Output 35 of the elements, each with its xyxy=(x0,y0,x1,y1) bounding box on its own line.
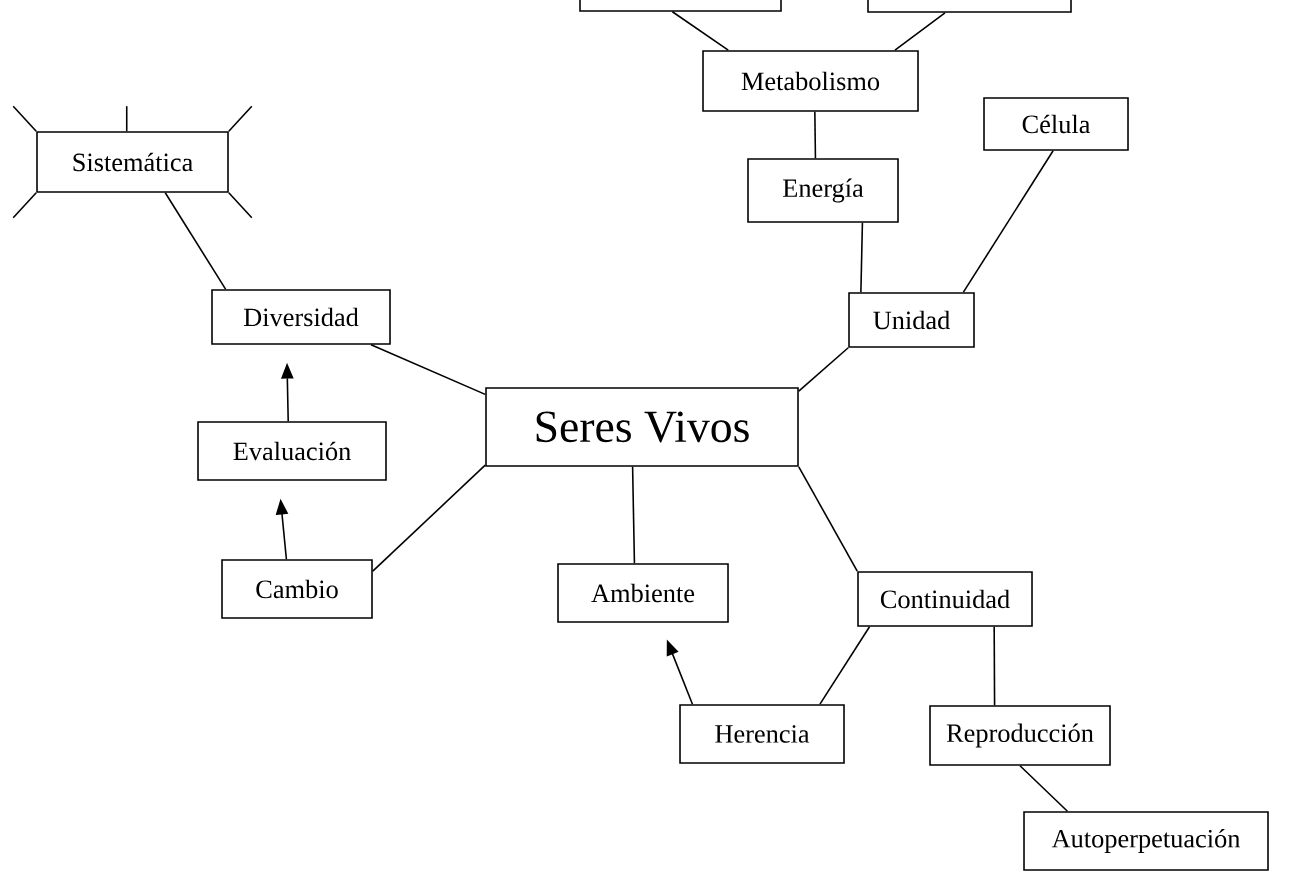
connector-line xyxy=(894,12,946,51)
connector-line xyxy=(860,222,864,293)
line xyxy=(228,105,253,132)
line xyxy=(12,192,37,219)
line xyxy=(228,192,253,219)
concept-box: Sistemática xyxy=(36,131,229,193)
concept-box: Autoperpetuación xyxy=(1023,811,1269,871)
concept-box: Evaluación xyxy=(197,421,387,481)
concept-box: Continuidad xyxy=(857,571,1033,627)
connector-line xyxy=(631,465,636,564)
concept-box: Diversidad xyxy=(211,289,391,345)
concept-box: Cambio xyxy=(221,559,373,619)
empty-box xyxy=(867,0,1072,13)
empty-box xyxy=(579,0,782,12)
concept-box: Unidad xyxy=(848,292,975,348)
connector-line xyxy=(819,626,871,705)
connector-line xyxy=(164,192,227,290)
connector-line xyxy=(370,344,486,396)
concept-box: Seres Vivos xyxy=(485,387,799,467)
connector-line xyxy=(372,464,486,572)
connector-line xyxy=(814,110,817,159)
connector-line xyxy=(798,346,849,392)
concept-box: Célula xyxy=(983,97,1129,151)
connector-line xyxy=(798,465,858,572)
concept-box: Herencia xyxy=(679,704,845,764)
connector-line xyxy=(962,150,1054,293)
connector-line xyxy=(1019,765,1069,812)
concept-box: Energía xyxy=(747,158,899,223)
connector-line xyxy=(993,626,996,706)
concept-box: Ambiente xyxy=(557,563,729,623)
concept-box: Reproducción xyxy=(929,705,1111,766)
line xyxy=(125,105,128,132)
line xyxy=(12,105,37,132)
connector-line xyxy=(671,11,729,51)
concept-box: Metabolismo xyxy=(702,50,919,112)
